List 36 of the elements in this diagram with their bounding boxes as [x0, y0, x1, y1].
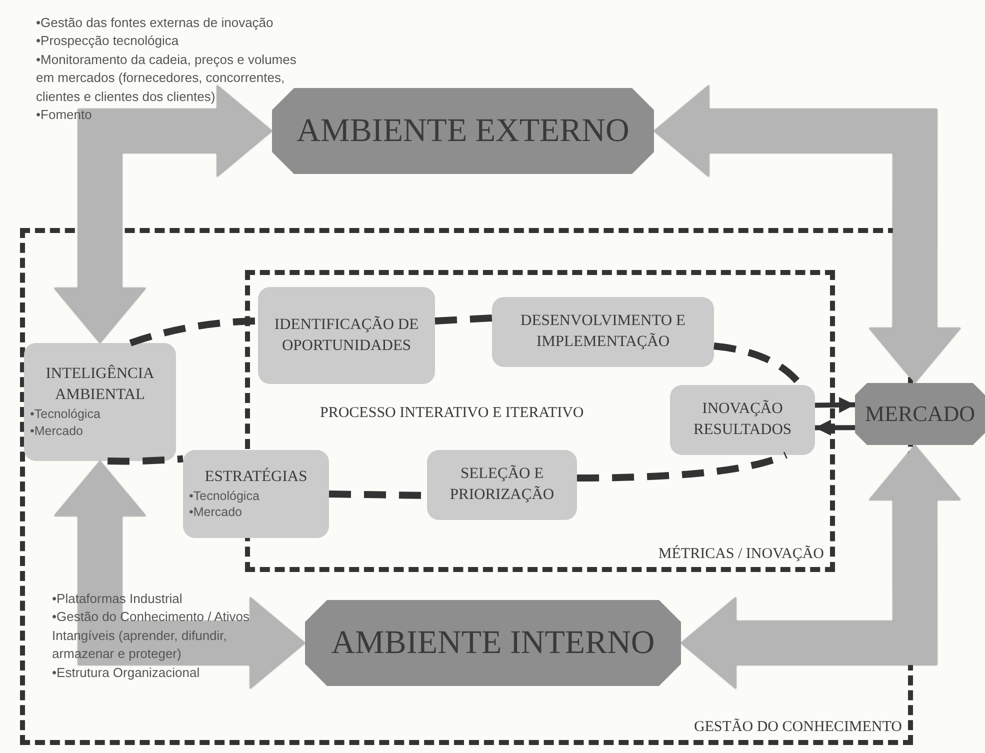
arrow: [814, 396, 856, 413]
bullet-text: •Tecnológica: [189, 488, 260, 504]
box-title: AMBIENTE INTERNO: [331, 624, 655, 663]
box-title: IDENTIFICAÇÃO DE OPORTUNIDADES: [273, 314, 420, 356]
dashed-connector: [434, 314, 492, 324]
box-title: MERCADO: [864, 400, 975, 428]
process-caption: PROCESSO INTERATIVO E ITERATIVO: [320, 405, 585, 422]
bullet-note: •Fomento: [36, 106, 93, 124]
box-title: AMBIENTE EXTERNO: [296, 112, 630, 151]
frame-title: GESTÃO DO CONHECIMENTO: [694, 719, 902, 736]
box-title: DESENVOLVIMENTO E IMPLEMENTAÇÃO: [520, 311, 686, 352]
block-arrow: [681, 445, 961, 689]
rounded-box: [24, 343, 176, 461]
box-title: SELEÇÃO E PRIORIZAÇÃO: [448, 464, 556, 505]
bullet-text: •Mercado: [189, 504, 242, 522]
box-title: ESTRATÉGIAS: [204, 466, 308, 487]
rounded-box: [427, 450, 577, 520]
bullet-note: •Prospecção tecnológica: [36, 32, 180, 50]
bullet-text: •Mercado: [30, 422, 84, 440]
block-arrow: [54, 85, 272, 343]
arrow: [815, 420, 855, 436]
bullet-note: •Monitoramento da cadeia, preços e volumes em mercados (fornecedores, concorrentes, clientes e clientes dos clientes): [36, 50, 298, 106]
block-arrow: [654, 85, 961, 383]
frame-title: MÉTRICAS / INOVAÇÃO: [658, 546, 824, 563]
rounded-box: [670, 385, 815, 455]
bullet-note: •Gestão das fontes externas de inovação: [36, 14, 274, 32]
rounded-box: [183, 450, 329, 538]
rounded-box: [492, 297, 714, 367]
block-arrow: [54, 461, 305, 689]
bullet-text: •Tecnológica: [30, 406, 100, 423]
box-title: INOVAÇÃO RESULTADOS: [692, 399, 793, 440]
rounded-box: [258, 287, 435, 384]
bullet-note: •Estrutura Organizacional: [52, 664, 201, 682]
dashed-connector: [576, 452, 788, 482]
dashed-connector: [108, 455, 184, 465]
box-title: INTELIGÊNCIA AMBIENTAL: [44, 364, 156, 406]
